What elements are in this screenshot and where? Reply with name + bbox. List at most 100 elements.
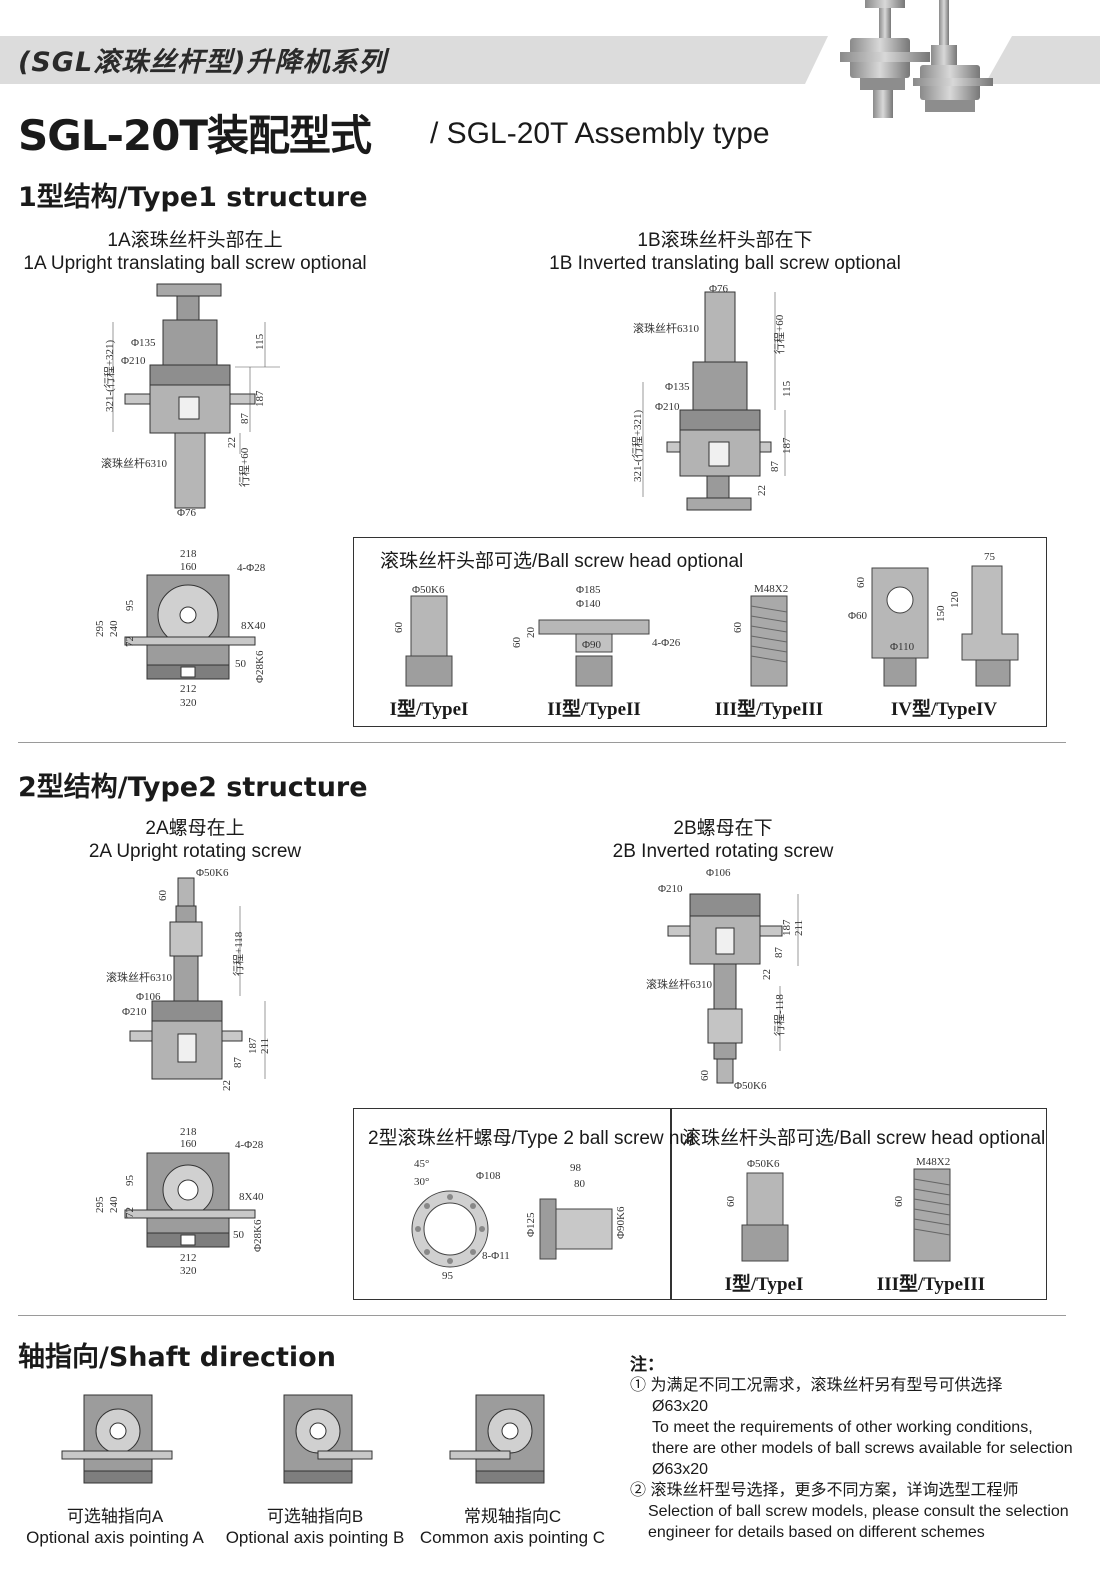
type1b-dim-d76: Φ76 [709,283,729,295]
notes-title: 注： [630,1355,664,1374]
type1-plan-view: 218 160 4-Φ28 295 240 95 72 8X40 50 Φ28K… [94,548,266,709]
shaft-c-caption: 常规轴指向C Common axis pointing C [415,1506,610,1548]
note1-val: Ø63x20 [652,1398,709,1415]
type1b-dim-h87: 87 [769,461,781,473]
type2-nut-title: 2型滚珠丝杆螺母/Type 2 ball screw nut [368,1128,696,1149]
type1-plan-w50: 50 [235,658,247,670]
type2-plan-w212: 212 [180,1252,197,1264]
type2a-caption: 2A螺母在上 2A Upright rotating screw [55,817,335,863]
type1a-dim-h187: 187 [254,390,266,407]
type2-plan-h295: 295 [94,1196,106,1213]
type1b-dim-d135: Φ135 [665,381,690,393]
type2b-caption-en: 2B Inverted rotating screw [612,841,834,862]
header-banner [0,36,1100,84]
type2b-dim-stroke: 行程-118 [773,994,786,1036]
head2-t1-d: Φ50K6 [747,1158,780,1170]
type2-box-divider [670,1109,672,1299]
type2a-dim-h60: 60 [157,890,169,902]
head1-t1-label: I型/TypeI [389,699,469,720]
nut-d108: Φ108 [476,1170,501,1182]
type1-plan-w212: 212 [180,683,197,695]
notes-block: 注： ① 为满足不同工况需求，滚珠丝杆另有型号可供选择 Ø63x20 To me… [630,1354,1080,1543]
type2a-dim-stroke: 行程+118 [232,931,245,976]
type2b-dim-h87: 87 [773,947,785,959]
type2b-dim-d50: Φ50K6 [734,1080,767,1092]
note2-cn: ② 滚珠丝杆型号选择，更多不同方案，详询选型工程师 [630,1482,1019,1499]
head1-t1-h: 60 [393,622,405,634]
nut-w95: 95 [442,1270,454,1282]
type1-head-options-title: 滚珠丝杆头部可选/Ball screw head optional [380,551,744,572]
type1-plan-key: 8X40 [241,620,266,632]
type2-plan-h72: 72 [124,1207,136,1218]
shaft-c-en: Common axis pointing C [419,1528,606,1547]
type2b-dim-d210: Φ210 [658,883,683,895]
note1-en2: there are other models of ball screws av… [652,1440,1073,1457]
head1-t4-d: Φ110 [890,641,915,653]
head1-t2-d3: Φ90 [582,639,602,651]
head2-t3-h: 60 [893,1196,905,1208]
type1-plan-w320: 320 [180,697,197,709]
type1-heading: 1型结构/Type1 structure [18,182,368,213]
shaft-c-drawing [449,1394,545,1484]
nut-a30: 30° [414,1176,429,1188]
type2a-dim-h22: 22 [221,1080,233,1091]
note1-en1: To meet the requirements of other workin… [652,1419,1033,1436]
type1a-caption: 1A滚珠丝杆头部在上 1A Upright translating ball s… [10,229,380,275]
type1-head-options-drawings: Φ50K6 60 Φ185 Φ140 Φ90 4-Φ26 60 20 M48X2… [393,551,1019,687]
type1-plan-shaft: Φ28K6 [254,650,266,683]
type2-nut-head-box: 2型滚珠丝杆螺母/Type 2 ball screw nut 滚珠丝杆头部可选/… [353,1108,1047,1300]
head2-t3-thread: M48X2 [916,1156,950,1168]
head1-t3-label: III型/TypeIII [714,699,824,720]
head1-t2-label: II型/TypeII [547,699,641,720]
shaft-a-drawing [61,1394,173,1484]
head1-t2-d2: Φ140 [576,598,601,610]
type1b-drawing: Φ76 滚珠丝杆6310 行程+60 Φ135 Φ210 115 321-(行程… [631,283,793,511]
note2-en1: Selection of ball screw models, please c… [648,1503,1069,1520]
head1-t4-label: IV型/TypeIV [890,699,998,720]
type1b-dim-d210: Φ210 [655,401,680,413]
type1b-dim-h22: 22 [756,485,768,496]
type1a-dim-h87: 87 [239,413,251,425]
head2-t1-h: 60 [725,1196,737,1208]
nut-holes: 8-Φ11 [482,1250,510,1262]
type2a-dim-h87: 87 [232,1057,244,1069]
type2-heading: 2型结构/Type2 structure [18,772,368,803]
type2b-dim-h211: 211 [793,920,805,936]
series-title: (SGL滚珠丝杆型)升降机系列 [18,47,387,78]
shaft-heading: 轴指向/Shaft direction [18,1342,336,1373]
type2-plan-w50: 50 [233,1229,245,1241]
type2a-dim-h187: 187 [247,1037,259,1054]
type2a-dim-d106: Φ106 [136,991,161,1003]
type2b-dim-h187: 187 [781,919,793,936]
type2b-dim-h60: 60 [699,1070,711,1082]
type1b-dim-screw: 滚珠丝杆6310 [633,321,699,335]
type2a-dim-h211: 211 [259,1038,271,1054]
type2a-caption-en: 2A Upright rotating screw [88,841,302,862]
type1a-drawing: Φ135 Φ210 321-(行程+321) 115 187 87 22 行程+… [101,283,280,519]
type1b-dim-h115: 115 [781,380,793,397]
type1a-caption-cn: 1A滚珠丝杆头部在上 [107,230,283,251]
shaft-a-en: Optional axis pointing A [26,1528,204,1547]
type2-plan-w160: 160 [180,1138,197,1150]
head1-t4-w: 75 [984,551,996,563]
type2b-drawing: Φ106 Φ210 187 211 87 22 滚珠丝杆6310 行程-118 … [646,867,805,1092]
type1b-dim-h187: 187 [781,437,793,454]
type1-plan-w218: 218 [180,548,197,560]
page-title-en: / SGL-20T Assembly type [430,117,770,150]
type1b-caption-en: 1B Inverted translating ball screw optio… [549,253,901,274]
type2a-dim-d50: Φ50K6 [196,867,229,879]
type2-plan-holes: 4-Φ28 [235,1139,264,1151]
head1-t2-d1: Φ185 [576,584,601,596]
nut-l80: 80 [574,1178,586,1190]
type1a-dim-h115: 115 [254,333,266,350]
shaft-b-drawing [283,1394,373,1484]
head2-t1-label: I型/TypeI [724,1274,804,1295]
type1-plan-h240: 240 [108,620,120,637]
type2-box-drawings: 45° 30° Φ108 8-Φ11 95 98 80 Φ125 Φ90K6 Φ… [411,1156,951,1282]
type1-plan-w160: 160 [180,561,197,573]
head1-t3-h: 60 [732,622,744,634]
head1-t4-hole: Φ60 [848,610,868,622]
type1b-dim-stroke: 行程+60 [773,314,786,354]
type2a-drawing: Φ50K6 60 行程+118 滚珠丝杆6310 Φ106 Φ210 211 1… [106,867,271,1091]
type2-plan-w218: 218 [180,1126,197,1138]
